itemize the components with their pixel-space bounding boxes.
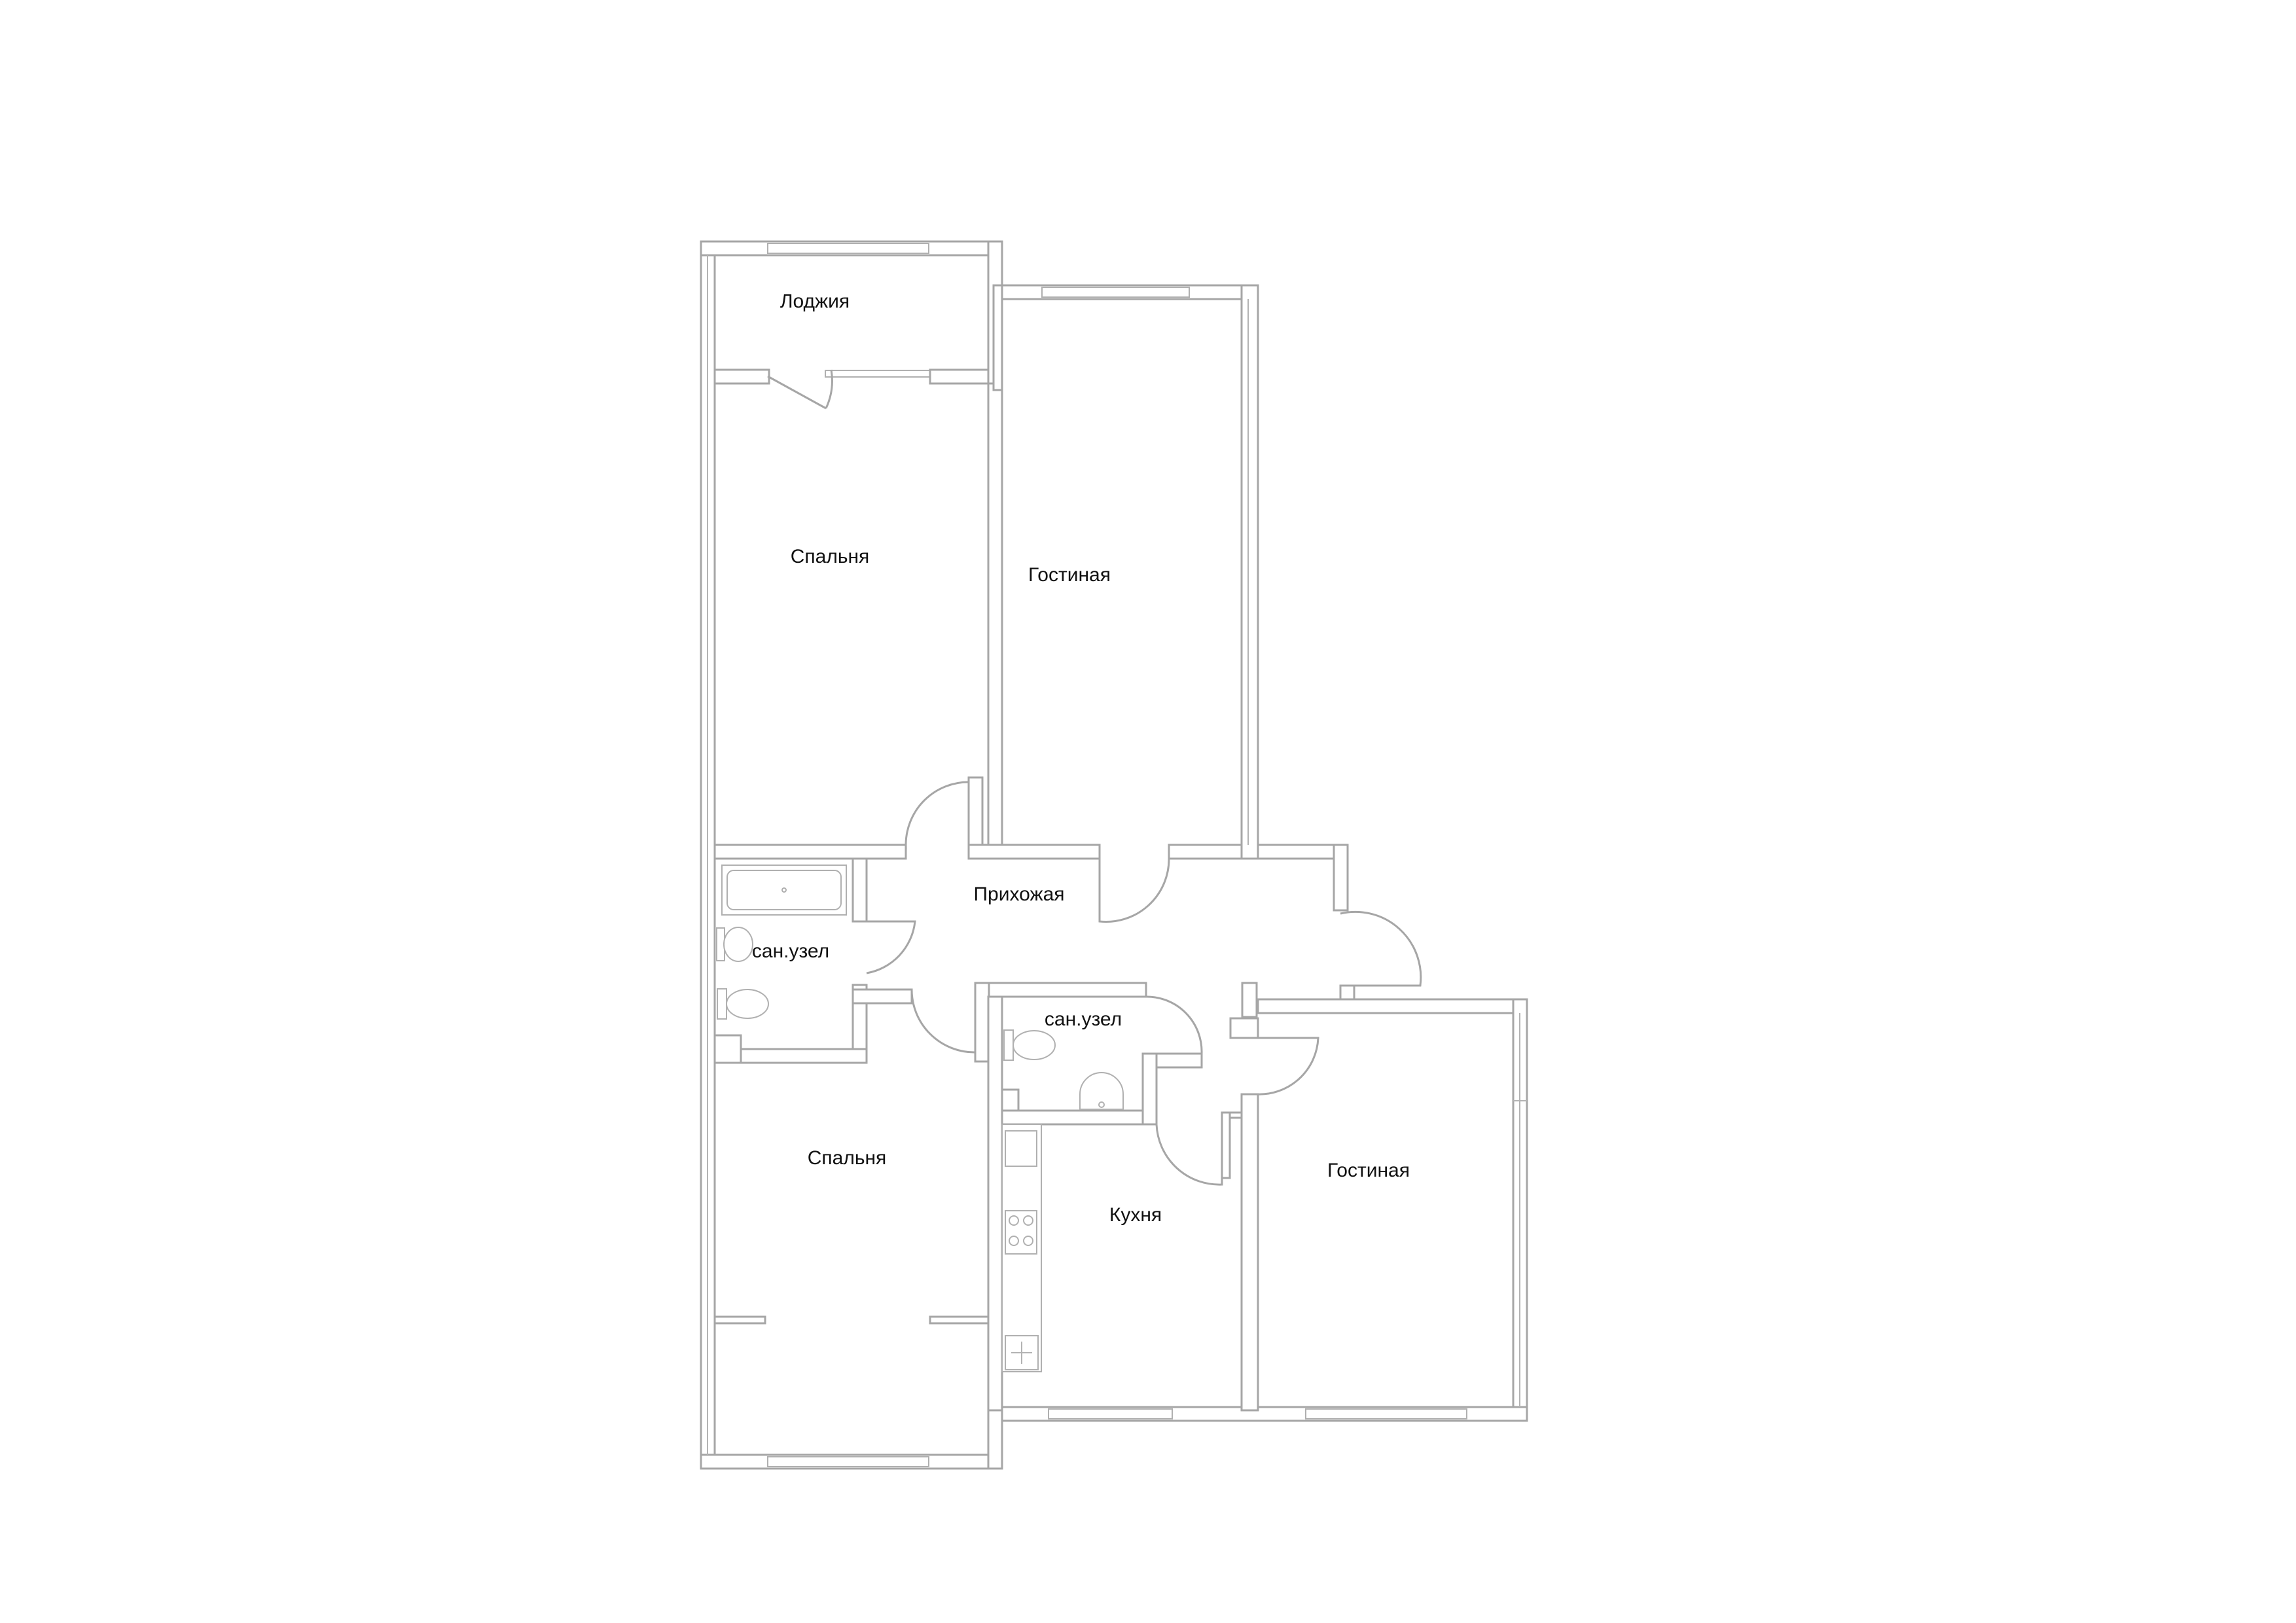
bathtub-icon (721, 865, 847, 916)
door-bath-left (866, 920, 916, 974)
label-living-top: Гостиная (1028, 564, 1111, 586)
door-kitchen (1155, 1124, 1223, 1186)
fixtures (716, 865, 1124, 1372)
door-living-top (1098, 858, 1170, 923)
kitchen-counter-icon (1001, 1124, 1042, 1372)
windows (707, 243, 1520, 1467)
label-bathroom-left: сан.узел (752, 940, 829, 962)
door-bath-center (1145, 995, 1203, 1054)
door-living-bottom (1256, 1037, 1319, 1096)
label-loggia: Лоджия (780, 291, 850, 312)
label-hallway: Прихожая (973, 883, 1064, 905)
sink-icon (1079, 1072, 1124, 1110)
interior-walls (713, 284, 1259, 1412)
sink-icon (716, 927, 753, 962)
toilet-icon (717, 988, 769, 1020)
label-kitchen: Кухня (1109, 1204, 1162, 1226)
room-labels: Лоджия Спальня Гостиная Прихожая сан.узе… (752, 291, 1410, 1226)
label-living-bottom: Гостиная (1327, 1160, 1410, 1181)
door-bedroom-bottom (910, 989, 976, 1054)
label-bedroom-top: Спальня (791, 546, 870, 567)
label-bedroom-bottom: Спальня (808, 1147, 887, 1169)
doors (767, 369, 1422, 1186)
door-entrance (1340, 910, 1422, 987)
door-bedroom-top (905, 781, 969, 846)
toilet-icon (1003, 1029, 1056, 1061)
label-bathroom-center: сан.узел (1045, 1008, 1122, 1030)
